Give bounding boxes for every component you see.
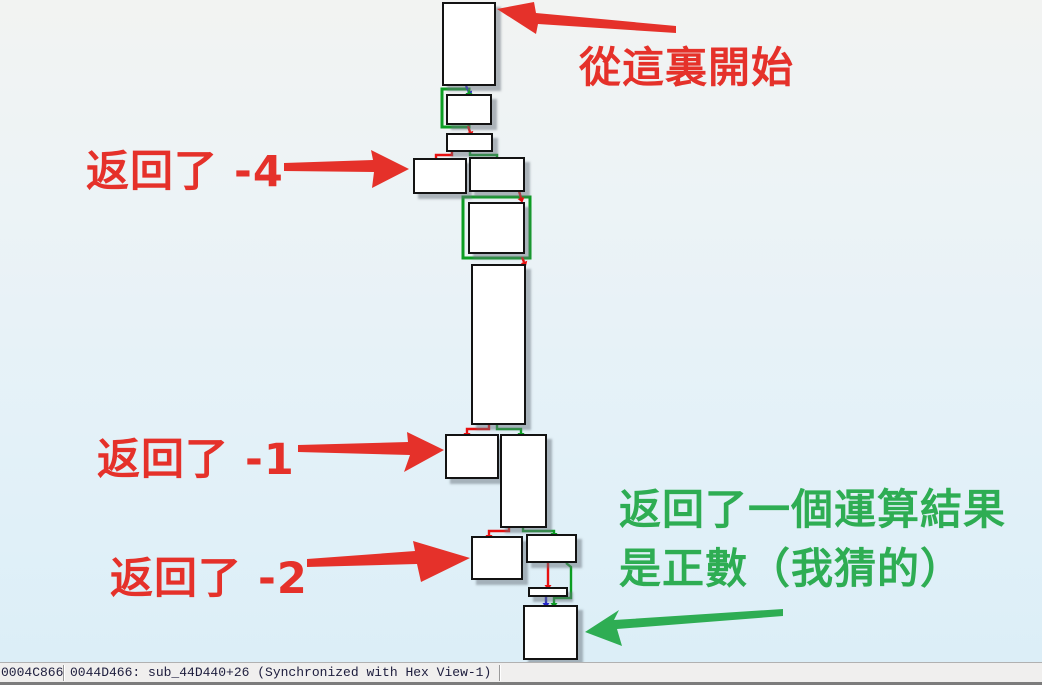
basic-block-node[interactable]: [500, 434, 547, 528]
basic-block-node[interactable]: [442, 2, 496, 86]
flow-edge-branch_true: [495, 425, 523, 433]
annotation-positive-result: 返回了一個運算結果 是正數（我猜的）: [619, 480, 1006, 598]
basic-block-node[interactable]: [471, 264, 526, 425]
annotation-positive-line2: 是正數（我猜的）: [619, 544, 964, 593]
flow-edge-arrowhead: [517, 197, 525, 203]
basic-block-node[interactable]: [528, 587, 568, 597]
status-address-cell: 0004C866: [1, 665, 63, 680]
basic-block-node[interactable]: [446, 133, 493, 152]
basic-block-node[interactable]: [468, 202, 525, 254]
flow-edge-branch_false: [517, 190, 523, 199]
basic-block-node[interactable]: [469, 157, 525, 192]
flow-edge-branch_false: [487, 528, 511, 535]
annotation-returned-minus4: 返回了 -4: [86, 147, 284, 197]
basic-block-node[interactable]: [413, 158, 467, 194]
flow-edge-branch_true: [552, 562, 573, 603]
basic-block-node[interactable]: [526, 534, 577, 563]
annotation-positive-line1: 返回了一個運算結果: [619, 485, 1007, 534]
flow-edge-branch_false: [466, 125, 472, 133]
basic-block-node[interactable]: [446, 94, 492, 125]
status-separator: [499, 664, 501, 681]
loop-back-edge: [461, 195, 532, 260]
status-bar: 0004C866 0044D466: sub_44D440+26 (Synchr…: [0, 662, 1042, 685]
annotation-returned-minus2: 返回了 -2: [110, 554, 308, 604]
status-separator: [63, 664, 65, 681]
flow-edge-branch_true: [468, 152, 499, 157]
flow-edge-branch_false: [520, 256, 526, 263]
basic-block-node[interactable]: [471, 536, 523, 580]
status-empty-cell: [501, 663, 1042, 685]
flow-edge-branch_true: [521, 528, 556, 533]
flow-edge-branch_false: [434, 152, 454, 158]
basic-block-node[interactable]: [445, 434, 499, 479]
basic-block-node[interactable]: [523, 605, 578, 660]
status-location-cell: 0044D466: sub_44D440+26 (Synchronized wi…: [70, 665, 492, 680]
flow-edge-branch_false: [465, 425, 491, 433]
annotation-returned-minus1: 返回了 -1: [97, 435, 295, 485]
annotation-start-label: 從這裏開始: [579, 43, 795, 92]
